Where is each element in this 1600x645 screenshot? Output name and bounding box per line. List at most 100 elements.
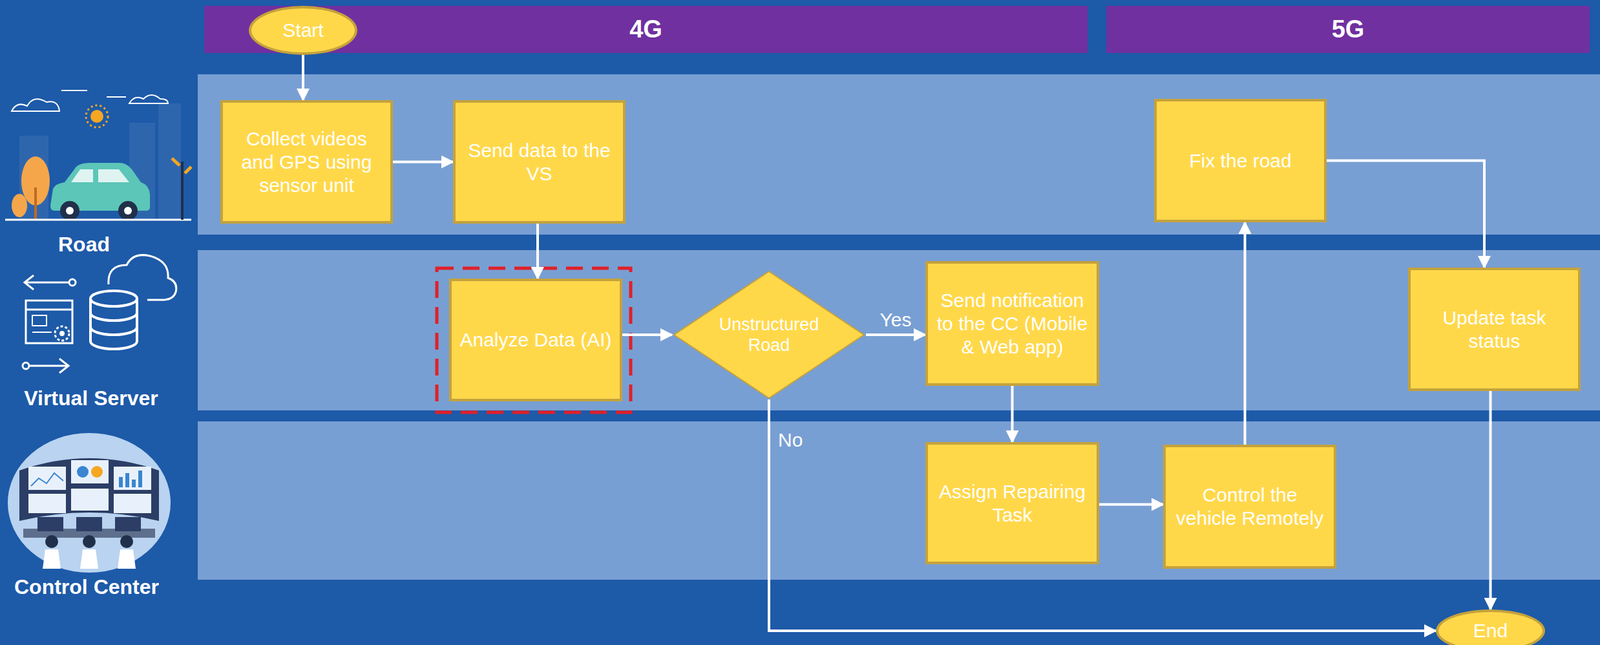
control-center-illustration-part <box>117 549 136 569</box>
node-text: Collect videos and GPS using sensor unit <box>229 127 384 198</box>
flow-connector <box>1326 160 1485 269</box>
server-illustration-part <box>69 279 76 286</box>
flow-connector <box>392 160 453 164</box>
control-center-illustration-part <box>37 516 64 532</box>
server-illustration-part <box>108 255 177 300</box>
end-terminator: End <box>1435 609 1546 645</box>
control-center-illustration-part <box>71 488 109 511</box>
flow-connector <box>1243 222 1247 445</box>
flow-connector <box>1489 390 1493 610</box>
node-text: Update task status <box>1417 306 1572 353</box>
road-illustration-part <box>21 156 50 206</box>
lane-label: Control Center <box>0 575 184 600</box>
control-center-illustration-part <box>76 516 103 532</box>
road-illustration-part <box>129 122 156 220</box>
road-illustration-part <box>11 193 28 218</box>
control-center-illustration-part <box>138 470 143 488</box>
road-illustration-part <box>180 161 184 220</box>
server-illustration-part <box>54 326 70 341</box>
network-phase-bar: 4G Start <box>204 5 1088 53</box>
control-center-illustration-part <box>23 528 156 538</box>
process-box: Collect videos and GPS using sensor unit <box>220 100 393 224</box>
road-illustration-part <box>60 200 80 221</box>
road-illustration-part <box>129 94 169 104</box>
control-center-illustration-part <box>125 473 130 488</box>
road-illustration-part <box>118 200 138 221</box>
control-center-illustration-part <box>120 535 134 548</box>
flow-connector <box>865 333 926 337</box>
process-box: Send data to the VS <box>452 100 626 224</box>
edge-label: Yes <box>880 308 912 331</box>
swimlane: Control CenterAssign Repairing TaskContr… <box>197 421 1600 580</box>
server-illustration-part <box>24 275 34 290</box>
road-illustration-part <box>124 206 132 215</box>
process-box: Assign Repairing Task <box>925 442 1100 565</box>
diamond-outline <box>672 270 866 400</box>
road-illustration-part <box>106 96 127 98</box>
server-illustration-part <box>32 331 52 333</box>
node-text: Control the vehicle Remotely <box>1172 483 1328 530</box>
process-box: Fix the road <box>1154 98 1327 223</box>
road-illustration-part <box>85 105 108 128</box>
road-illustration-part <box>184 166 192 174</box>
control-center-illustration-part <box>80 549 99 569</box>
server-illustration-part <box>25 308 73 311</box>
process-box: Analyze Data (AI) <box>449 278 623 402</box>
server-illustration-part <box>25 300 73 344</box>
flow-connector <box>1099 503 1164 506</box>
control-center-illustration-part <box>131 479 136 488</box>
control-center-illustration-part <box>113 466 152 490</box>
control-center-illustration-part <box>91 465 103 478</box>
lane-label: Virtual Server <box>0 386 189 411</box>
edge-label: No <box>778 429 803 452</box>
server-illustration-part <box>25 281 70 284</box>
decision-diamond: Unstructured Road <box>672 270 866 400</box>
flow-connector <box>768 399 1436 631</box>
road-illustration-part <box>5 219 192 222</box>
control-center-illustration-part <box>76 465 89 478</box>
road-illustration <box>5 90 192 221</box>
flow-connector <box>1011 385 1014 443</box>
node-text: Unstructured Road <box>708 314 830 357</box>
road-illustration-part <box>65 206 74 215</box>
server-illustration-part <box>90 326 137 335</box>
control-center-illustration-part <box>45 535 59 548</box>
road-illustration-part <box>171 158 180 166</box>
server-illustration-part <box>59 330 65 337</box>
road-illustration-part <box>61 89 88 92</box>
control-center-illustration-part <box>82 535 96 548</box>
server-illustration <box>22 255 177 373</box>
road-illustration-part <box>19 135 49 220</box>
road-illustration-part <box>158 103 181 220</box>
ai-highlight-frame-part <box>436 268 631 413</box>
node-text: Send data to the VS <box>462 138 617 186</box>
control-center-illustration-part <box>7 432 171 573</box>
process-box: Update task status <box>1408 267 1581 391</box>
start-terminator: Start <box>248 5 358 55</box>
ai-highlight-frame <box>436 268 631 413</box>
server-illustration-part <box>22 362 30 369</box>
road-illustration-part <box>98 169 130 183</box>
node-text: 4G <box>629 15 663 44</box>
swimlane: RoadCollect videos and GPS using sensor … <box>197 74 1600 235</box>
control-center-illustration-part <box>28 466 66 490</box>
control-center-illustration-part <box>19 458 159 521</box>
server-illustration-part <box>32 315 47 326</box>
server-illustration-part <box>59 358 69 373</box>
road-illustration-part <box>34 187 37 220</box>
node-text: Fix the road <box>1189 149 1292 173</box>
node-text: Analyze Data (AI) <box>459 328 612 352</box>
road-illustration-part <box>50 162 150 211</box>
flow-connector <box>301 54 305 101</box>
lane-label: Road <box>0 232 181 257</box>
control-center-illustration-part <box>71 460 109 484</box>
node-text: Start <box>282 18 324 43</box>
control-center-illustration-part <box>31 473 64 486</box>
road-illustration-part <box>11 98 60 112</box>
control-center-illustration-part <box>42 549 61 569</box>
road-illustration-part <box>71 169 94 183</box>
flow-connector <box>622 333 673 337</box>
node-text: End <box>1473 619 1508 643</box>
road-illustration-part <box>90 109 104 123</box>
